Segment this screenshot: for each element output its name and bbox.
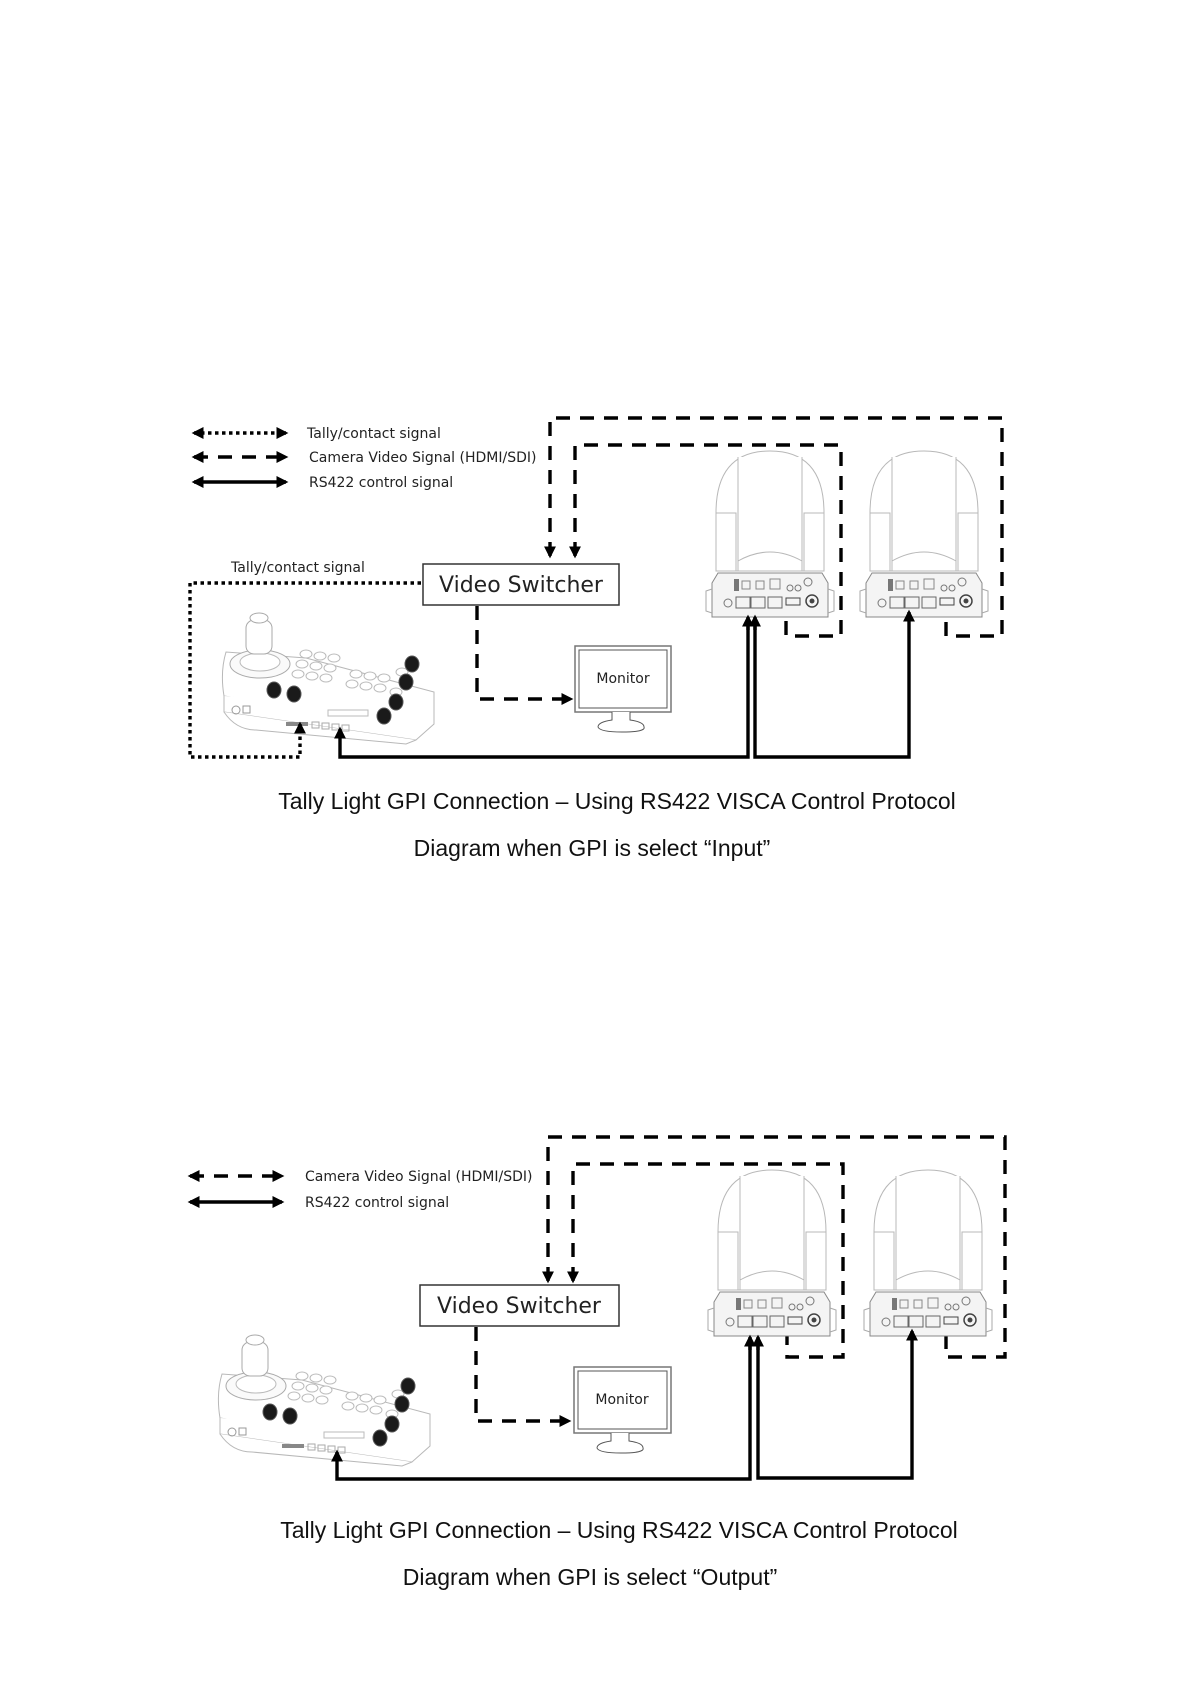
switcher-to-monitor-line xyxy=(474,1327,572,1427)
monitor-label: Monitor xyxy=(595,1392,648,1408)
camera2-video-line xyxy=(544,416,1004,638)
caption-subtitle: Diagram when GPI is select “Input” xyxy=(414,835,771,861)
rs422-line-camera-link xyxy=(753,609,915,759)
ptz-camera-1 xyxy=(707,1169,837,1337)
monitor-label: Monitor xyxy=(596,671,649,687)
legend-label-camera-video: Camera Video Signal (HDMI/SDI) xyxy=(305,1169,532,1185)
video-switcher-label: Video Switcher xyxy=(439,573,604,598)
diagram-input: Tally/contact signal Camera Video Signal… xyxy=(188,416,1004,861)
ptz-camera-1 xyxy=(705,450,835,618)
camera1-video-line xyxy=(569,443,843,638)
legend-label-camera-video: Camera Video Signal (HDMI/SDI) xyxy=(309,450,536,466)
legend: Tally/contact signal Camera Video Signal… xyxy=(191,426,536,491)
legend-label-tally: Tally/contact signal xyxy=(306,426,441,442)
rs422-line-keyboard xyxy=(334,621,750,759)
caption-title: Tally Light GPI Connection – Using RS422… xyxy=(280,1517,958,1543)
monitor: Monitor xyxy=(573,1366,672,1454)
tally-signal-line xyxy=(188,581,421,759)
switcher-to-monitor-line xyxy=(475,606,574,705)
legend-label-rs422: RS422 control signal xyxy=(309,475,453,491)
legend-label-rs422: RS422 control signal xyxy=(305,1195,449,1211)
ptz-camera-2 xyxy=(859,450,989,618)
caption-title: Tally Light GPI Connection – Using RS422… xyxy=(278,788,956,814)
diagram-output: Camera Video Signal (HDMI/SDI) RS422 con… xyxy=(187,1135,1007,1590)
camera1-video-line xyxy=(567,1162,845,1359)
rs422-line-camera-link xyxy=(756,1328,918,1480)
video-switcher-label: Video Switcher xyxy=(437,1294,602,1319)
monitor: Monitor xyxy=(574,645,672,733)
camera2-video-line xyxy=(542,1135,1007,1359)
rs422-line-keyboard xyxy=(331,1342,752,1481)
ptz-keyboard-controller xyxy=(221,612,435,745)
ptz-camera-2 xyxy=(863,1169,993,1337)
caption-subtitle: Diagram when GPI is select “Output” xyxy=(403,1564,778,1590)
video-switcher-box xyxy=(422,563,620,606)
legend: Camera Video Signal (HDMI/SDI) RS422 con… xyxy=(187,1169,532,1211)
video-switcher-box xyxy=(419,1284,620,1327)
ptz-keyboard-controller xyxy=(217,1334,431,1467)
tally-signal-label: Tally/contact signal xyxy=(230,560,365,576)
